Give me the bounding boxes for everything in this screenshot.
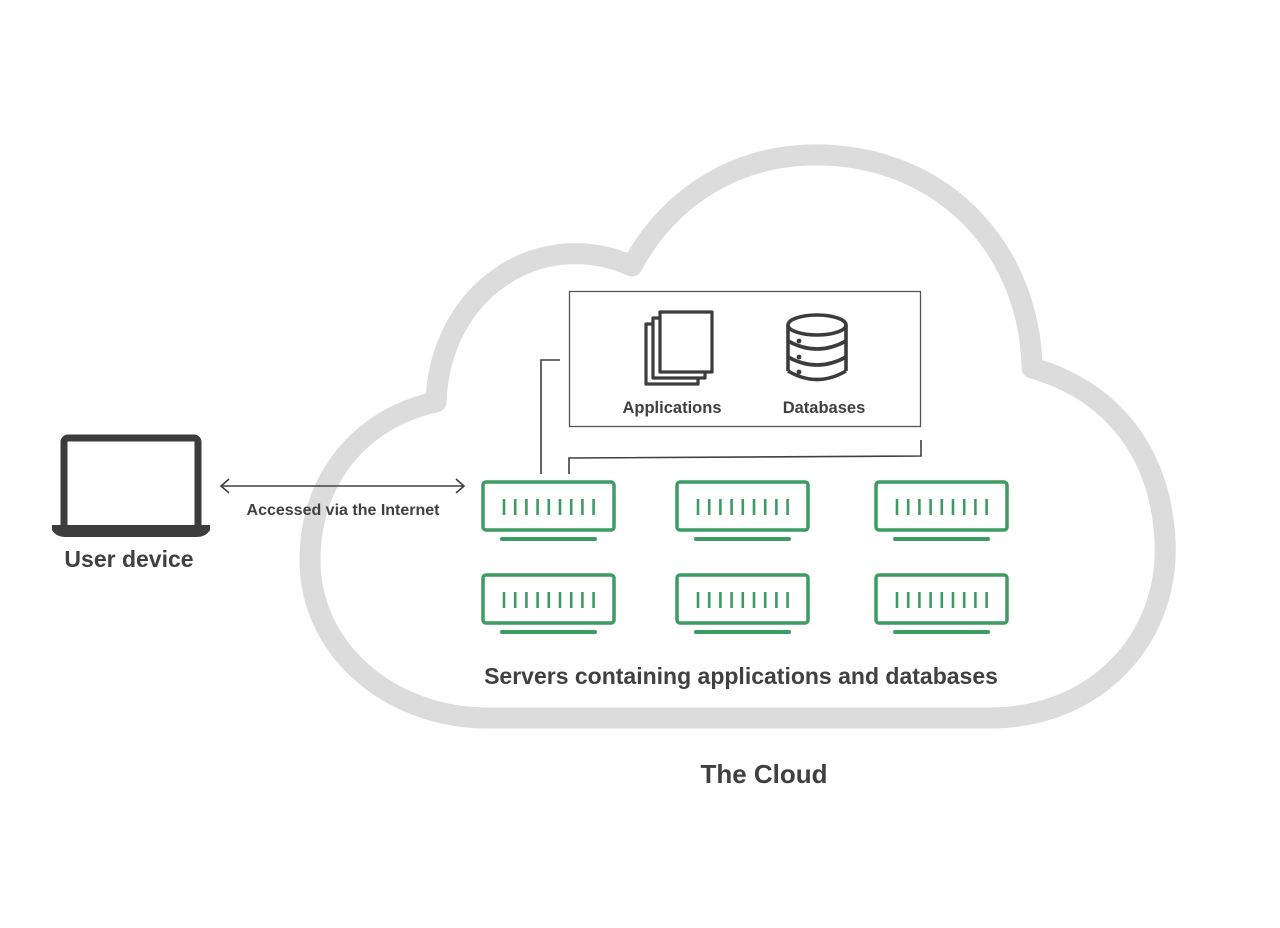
server-rack-icon <box>675 480 810 541</box>
stacked-documents-icon <box>644 310 714 386</box>
server-rack-icon <box>481 573 616 634</box>
databases-label: Databases <box>783 399 866 417</box>
connection-label: Accessed via the Internet <box>247 502 441 519</box>
database-indicator-dots <box>796 338 802 375</box>
server-rack-icon <box>874 480 1009 541</box>
laptop-icon <box>52 434 210 537</box>
callout-connector <box>540 359 922 474</box>
cloud-label: The Cloud <box>700 759 827 789</box>
server-rack-icon <box>481 480 616 541</box>
server-rack-icon <box>874 573 1009 634</box>
internet-connection-arrow <box>219 478 466 494</box>
cloud-outline <box>299 144 1176 729</box>
servers-grid <box>481 480 1009 634</box>
user-device-label: User device <box>64 546 193 572</box>
applications-label: Applications <box>622 399 721 417</box>
database-cylinder-icon <box>786 313 848 382</box>
callout-box <box>568 290 922 428</box>
server-rack-icon <box>675 573 810 634</box>
servers-label: Servers containing applications and data… <box>484 663 998 689</box>
